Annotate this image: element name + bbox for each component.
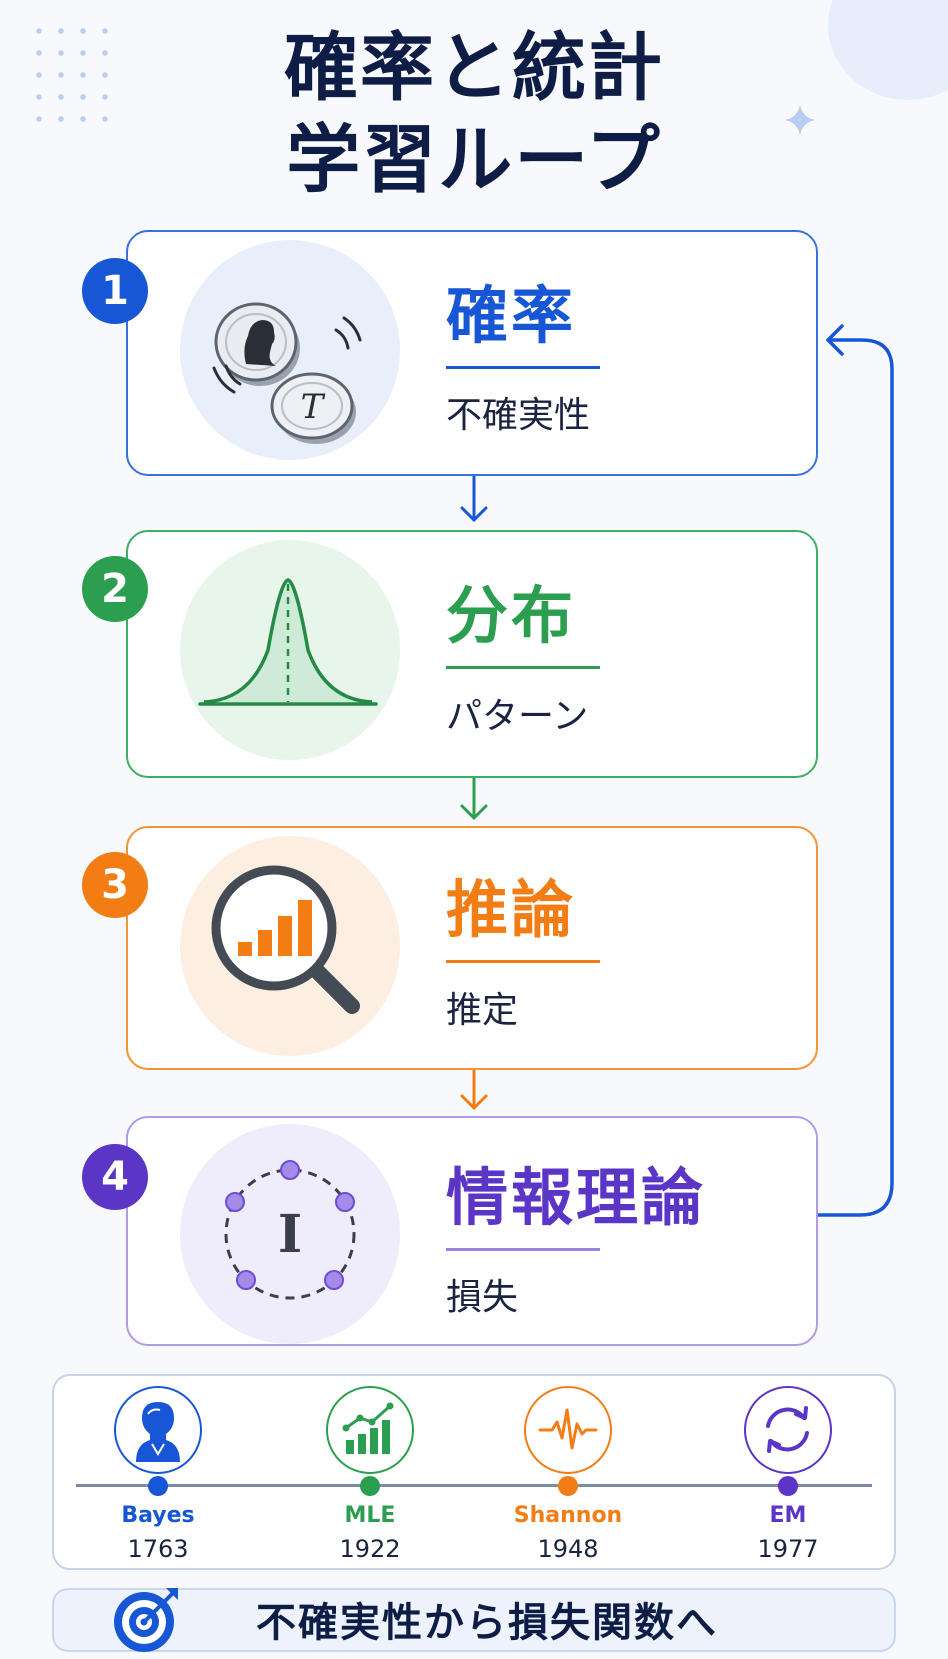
information-icon: I xyxy=(180,1124,400,1344)
footer-banner xyxy=(52,1588,896,1652)
stage-underline-3 xyxy=(446,960,600,963)
timeline-year-em: 1977 xyxy=(757,1535,819,1563)
growth-chart-icon xyxy=(326,1386,414,1474)
timeline-year-shannon: 1948 xyxy=(537,1535,599,1563)
step-badge-1: 1 xyxy=(82,258,148,324)
arrow-1-to-2 xyxy=(460,474,488,522)
timeline-dot-bayes xyxy=(148,1476,168,1496)
stage-underline-4 xyxy=(446,1248,600,1251)
page-title: 確率と統計 学習ループ xyxy=(0,22,948,206)
bell-curve-icon xyxy=(180,540,400,760)
step-badge-2: 2 xyxy=(82,556,148,622)
stage-title-1: 確率 xyxy=(446,279,577,352)
cycle-arrows-icon xyxy=(744,1386,832,1474)
title-line-1: 確率と統計 xyxy=(284,25,664,111)
timeline-dot-mle xyxy=(360,1476,380,1496)
stage-subtitle-4: 損失 xyxy=(446,1277,519,1318)
step-badge-3: 3 xyxy=(82,852,148,918)
timeline-year-mle: 1922 xyxy=(339,1535,401,1563)
stage-title-4: 情報理論 xyxy=(446,1161,707,1234)
stage-underline-1 xyxy=(446,366,600,369)
timeline-name-bayes: Bayes xyxy=(121,1503,195,1528)
timeline-dot-shannon xyxy=(558,1476,578,1496)
stage-title-2: 分布 xyxy=(446,579,577,652)
sparkle-icon xyxy=(784,104,816,136)
stage-subtitle-2: パターン xyxy=(446,696,589,737)
coin-flip-icon: T xyxy=(180,240,400,460)
title-line-2: 学習ループ xyxy=(286,117,662,203)
step-badge-4: 4 xyxy=(82,1144,148,1210)
timeline-name-mle: MLE xyxy=(344,1503,396,1528)
stage-subtitle-3: 推定 xyxy=(446,990,519,1031)
magnifier-chart-icon xyxy=(180,836,400,1056)
timeline-name-em: EM xyxy=(769,1503,807,1528)
stage-subtitle-1: 不確実性 xyxy=(446,395,591,436)
loop-back-arrow xyxy=(816,324,894,1217)
waveform-icon xyxy=(524,1386,612,1474)
info-letter: I xyxy=(278,1204,302,1265)
arrow-3-to-4 xyxy=(460,1068,488,1110)
arrow-2-to-3 xyxy=(460,776,488,820)
coin-tails-letter: T xyxy=(301,387,326,427)
target-icon xyxy=(114,1588,178,1652)
timeline-name-shannon: Shannon xyxy=(513,1503,623,1528)
dot-grid-decoration xyxy=(28,20,118,130)
timeline-axis xyxy=(76,1484,872,1487)
stage-underline-2 xyxy=(446,666,600,669)
footer-text: 不確実性から損失関数へ xyxy=(256,1600,718,1646)
bayes-portrait-icon xyxy=(114,1386,202,1474)
timeline-year-bayes: 1763 xyxy=(127,1535,189,1563)
timeline-dot-em xyxy=(778,1476,798,1496)
stage-title-3: 推論 xyxy=(446,873,577,946)
